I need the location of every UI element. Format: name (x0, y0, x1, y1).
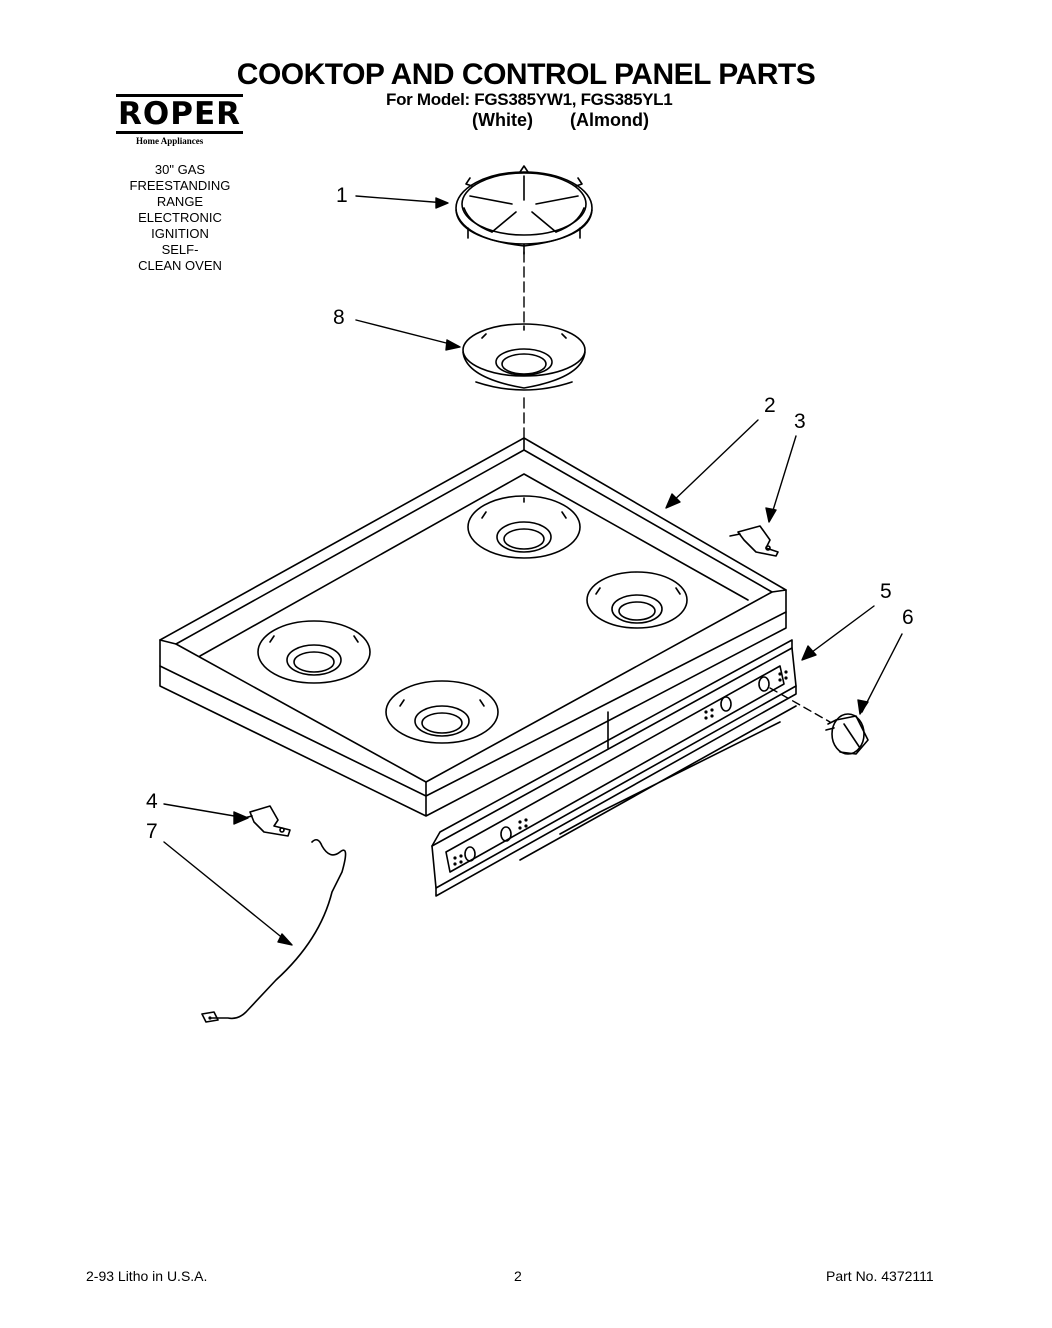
spec-line: RANGE (156, 194, 204, 209)
spec-line: SELF- (161, 242, 199, 257)
callout-2: 2 (764, 394, 776, 417)
brand-tagline: Home Appliances (136, 136, 204, 146)
brand-name: ROPER (116, 94, 243, 134)
burner-well (385, 680, 499, 744)
page-number: 2 (514, 1268, 522, 1284)
page-title: COOKTOP AND CONTROL PANEL PARTS (236, 58, 816, 91)
control-knob (825, 713, 869, 755)
callout-6: 6 (902, 606, 914, 629)
spec-line: 30" GAS (154, 162, 206, 177)
callout-7: 7 (146, 820, 158, 843)
leader-lines (163, 195, 903, 946)
spec-line: FREESTANDING (129, 178, 231, 193)
hinge-bracket (243, 805, 291, 837)
alignment-line (769, 687, 831, 723)
callout-3: 3 (794, 410, 806, 433)
burner-well (257, 620, 371, 684)
color-almond-label: (Almond) (570, 110, 649, 130)
burner-well (467, 495, 581, 559)
callout-1: 1 (336, 184, 348, 207)
print-date: 2-93 Litho in U.S.A. (86, 1268, 208, 1284)
spec-line: IGNITION (151, 226, 209, 241)
model-numbers: For Model: FGS385YW1, FGS385YL1 (386, 90, 673, 109)
callout-5: 5 (880, 580, 892, 603)
brand-logo: ROPER Home Appliances (116, 94, 250, 146)
cooktop (159, 437, 787, 817)
product-spec: 30" GAS FREESTANDING RANGE ELECTRONIC IG… (110, 162, 250, 274)
ignition-electrode (201, 838, 347, 1023)
spec-line: ELECTRONIC (138, 210, 222, 225)
callout-8: 8 (333, 306, 345, 329)
spec-line: CLEAN OVEN (138, 258, 222, 273)
burner-bowl (462, 323, 586, 391)
hinge-bracket (729, 525, 779, 557)
burner-grate (455, 165, 593, 255)
callout-4: 4 (146, 790, 158, 813)
burner-well (586, 571, 688, 629)
control-panel (431, 639, 797, 897)
part-number: Part No. 4372111 (826, 1268, 934, 1284)
color-white-label: (White) (472, 110, 533, 130)
